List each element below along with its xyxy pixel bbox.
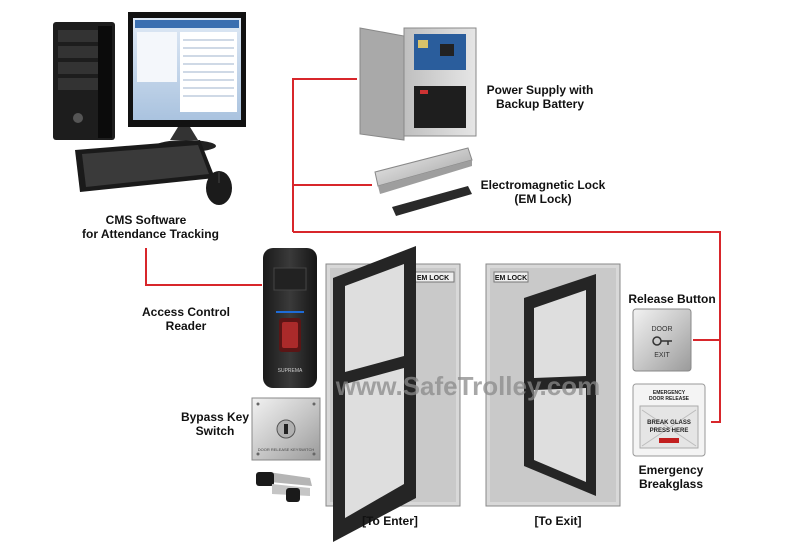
to-exit-label: [To Exit] (534, 514, 582, 528)
breakglass-glass-2: PRESS HERE (650, 428, 689, 434)
door1-em-lock-label: EM LOCK (417, 275, 449, 282)
wire-pc-to-reader (145, 248, 262, 286)
keyswitch-plate-text: DOOR RELEASE KEYSWITCH (258, 447, 315, 452)
breakglass-title-2: DOOR RELEASE (649, 396, 690, 402)
bypass-key-switch-label: Bypass Key Switch (180, 410, 250, 438)
watermark: www.SafeTrolley.com (335, 371, 600, 401)
breakglass-glass-1: BREAK GLASS (647, 420, 691, 426)
em-lock-device (374, 147, 473, 216)
power-supply-label: Power Supply with Backup Battery (486, 83, 594, 111)
breakglass-title-1: EMERGENCY (653, 390, 686, 396)
monitor (128, 12, 246, 152)
computer (53, 12, 246, 205)
door2-em-lock-label: EM LOCK (495, 275, 527, 282)
access-control-reader: SUPREMA (263, 248, 317, 388)
door-enter: EM LOCK (325, 246, 461, 542)
reader-brand-text: SUPREMA (278, 368, 303, 374)
to-enter-label: [To Enter] (362, 514, 418, 528)
pc-tower (53, 22, 115, 140)
power-supply-box (359, 27, 477, 141)
release-bottom-text: EXIT (654, 352, 670, 359)
wire-to-power-supply (292, 78, 357, 232)
door-exit: EM LOCK (485, 263, 621, 507)
breakglass-device: EMERGENCY DOOR RELEASE BREAK GLASS PRESS… (632, 383, 706, 457)
bypass-key-switch: DOOR RELEASE KEYSWITCH (251, 397, 321, 502)
keyboard (75, 140, 215, 192)
wiring (145, 78, 721, 423)
breakglass-label: Emergency Breakglass (638, 463, 704, 491)
keys (256, 472, 312, 502)
key-icon (652, 336, 672, 346)
wire-main-bus (293, 231, 721, 423)
release-button-device: DOOR EXIT (632, 308, 692, 372)
release-button-label: Release Button (628, 292, 716, 306)
em-lock-label: Electromagnetic Lock (EM Lock) (480, 178, 606, 206)
release-top-text: DOOR (652, 326, 673, 333)
access-control-reader-label: Access Control Reader (141, 305, 231, 333)
cms-software-label: CMS Software for Attendance Tracking (82, 213, 219, 241)
mouse (206, 171, 232, 205)
